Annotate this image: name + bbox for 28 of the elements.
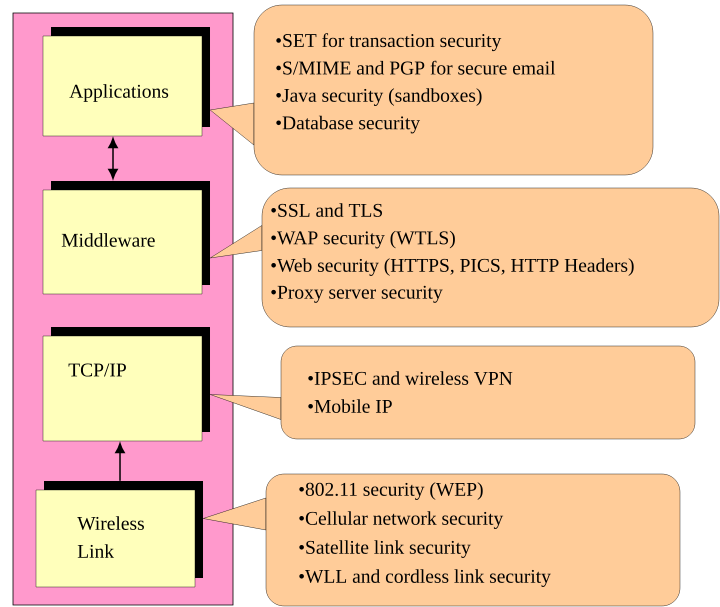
callout-tail <box>203 498 266 530</box>
bullet-item: •SET for transaction security <box>276 33 502 52</box>
bullet-item: •Database security <box>276 116 420 134</box>
layer-box: Wireless Link <box>36 481 203 588</box>
bullet-item: •WAP security (WTLS) <box>271 230 455 248</box>
bullet-item: •WLL and cordless link security <box>299 569 551 587</box>
arrow <box>115 443 125 481</box>
bullet-item: •Java security (sandboxes) <box>276 88 482 106</box>
bullet-item: •Web security (HTTPS, PICS, HTTP Headers) <box>271 258 634 276</box>
bullet-item: •802.11 security (WEP) <box>299 482 483 500</box>
bullet-item: •Cellular network security <box>299 511 504 529</box>
layer-box: TCP/IP <box>42 327 210 442</box>
bullet-item: •Satellite link security <box>299 540 471 558</box>
speech-bubble <box>254 4 654 176</box>
layer-box: Applications <box>42 27 210 136</box>
bullet-item: •SSL and TLS <box>271 203 382 217</box>
callout-tail <box>210 102 254 146</box>
layer-box: Middleware <box>42 181 210 294</box>
speech-bubble <box>280 346 696 440</box>
bullet-item: •Proxy server security <box>271 286 443 303</box>
bullet-item: •IPSEC and wireless VPN <box>308 371 512 386</box>
callout-tail <box>210 394 281 420</box>
callout-tail <box>210 225 262 258</box>
arrow <box>108 138 118 179</box>
speech-bubble <box>266 474 680 606</box>
bullet-item: •S/MIME and PGP for secure email <box>276 60 556 75</box>
bullet-item: •Mobile IP <box>308 399 392 413</box>
speech-bubble <box>262 188 720 328</box>
